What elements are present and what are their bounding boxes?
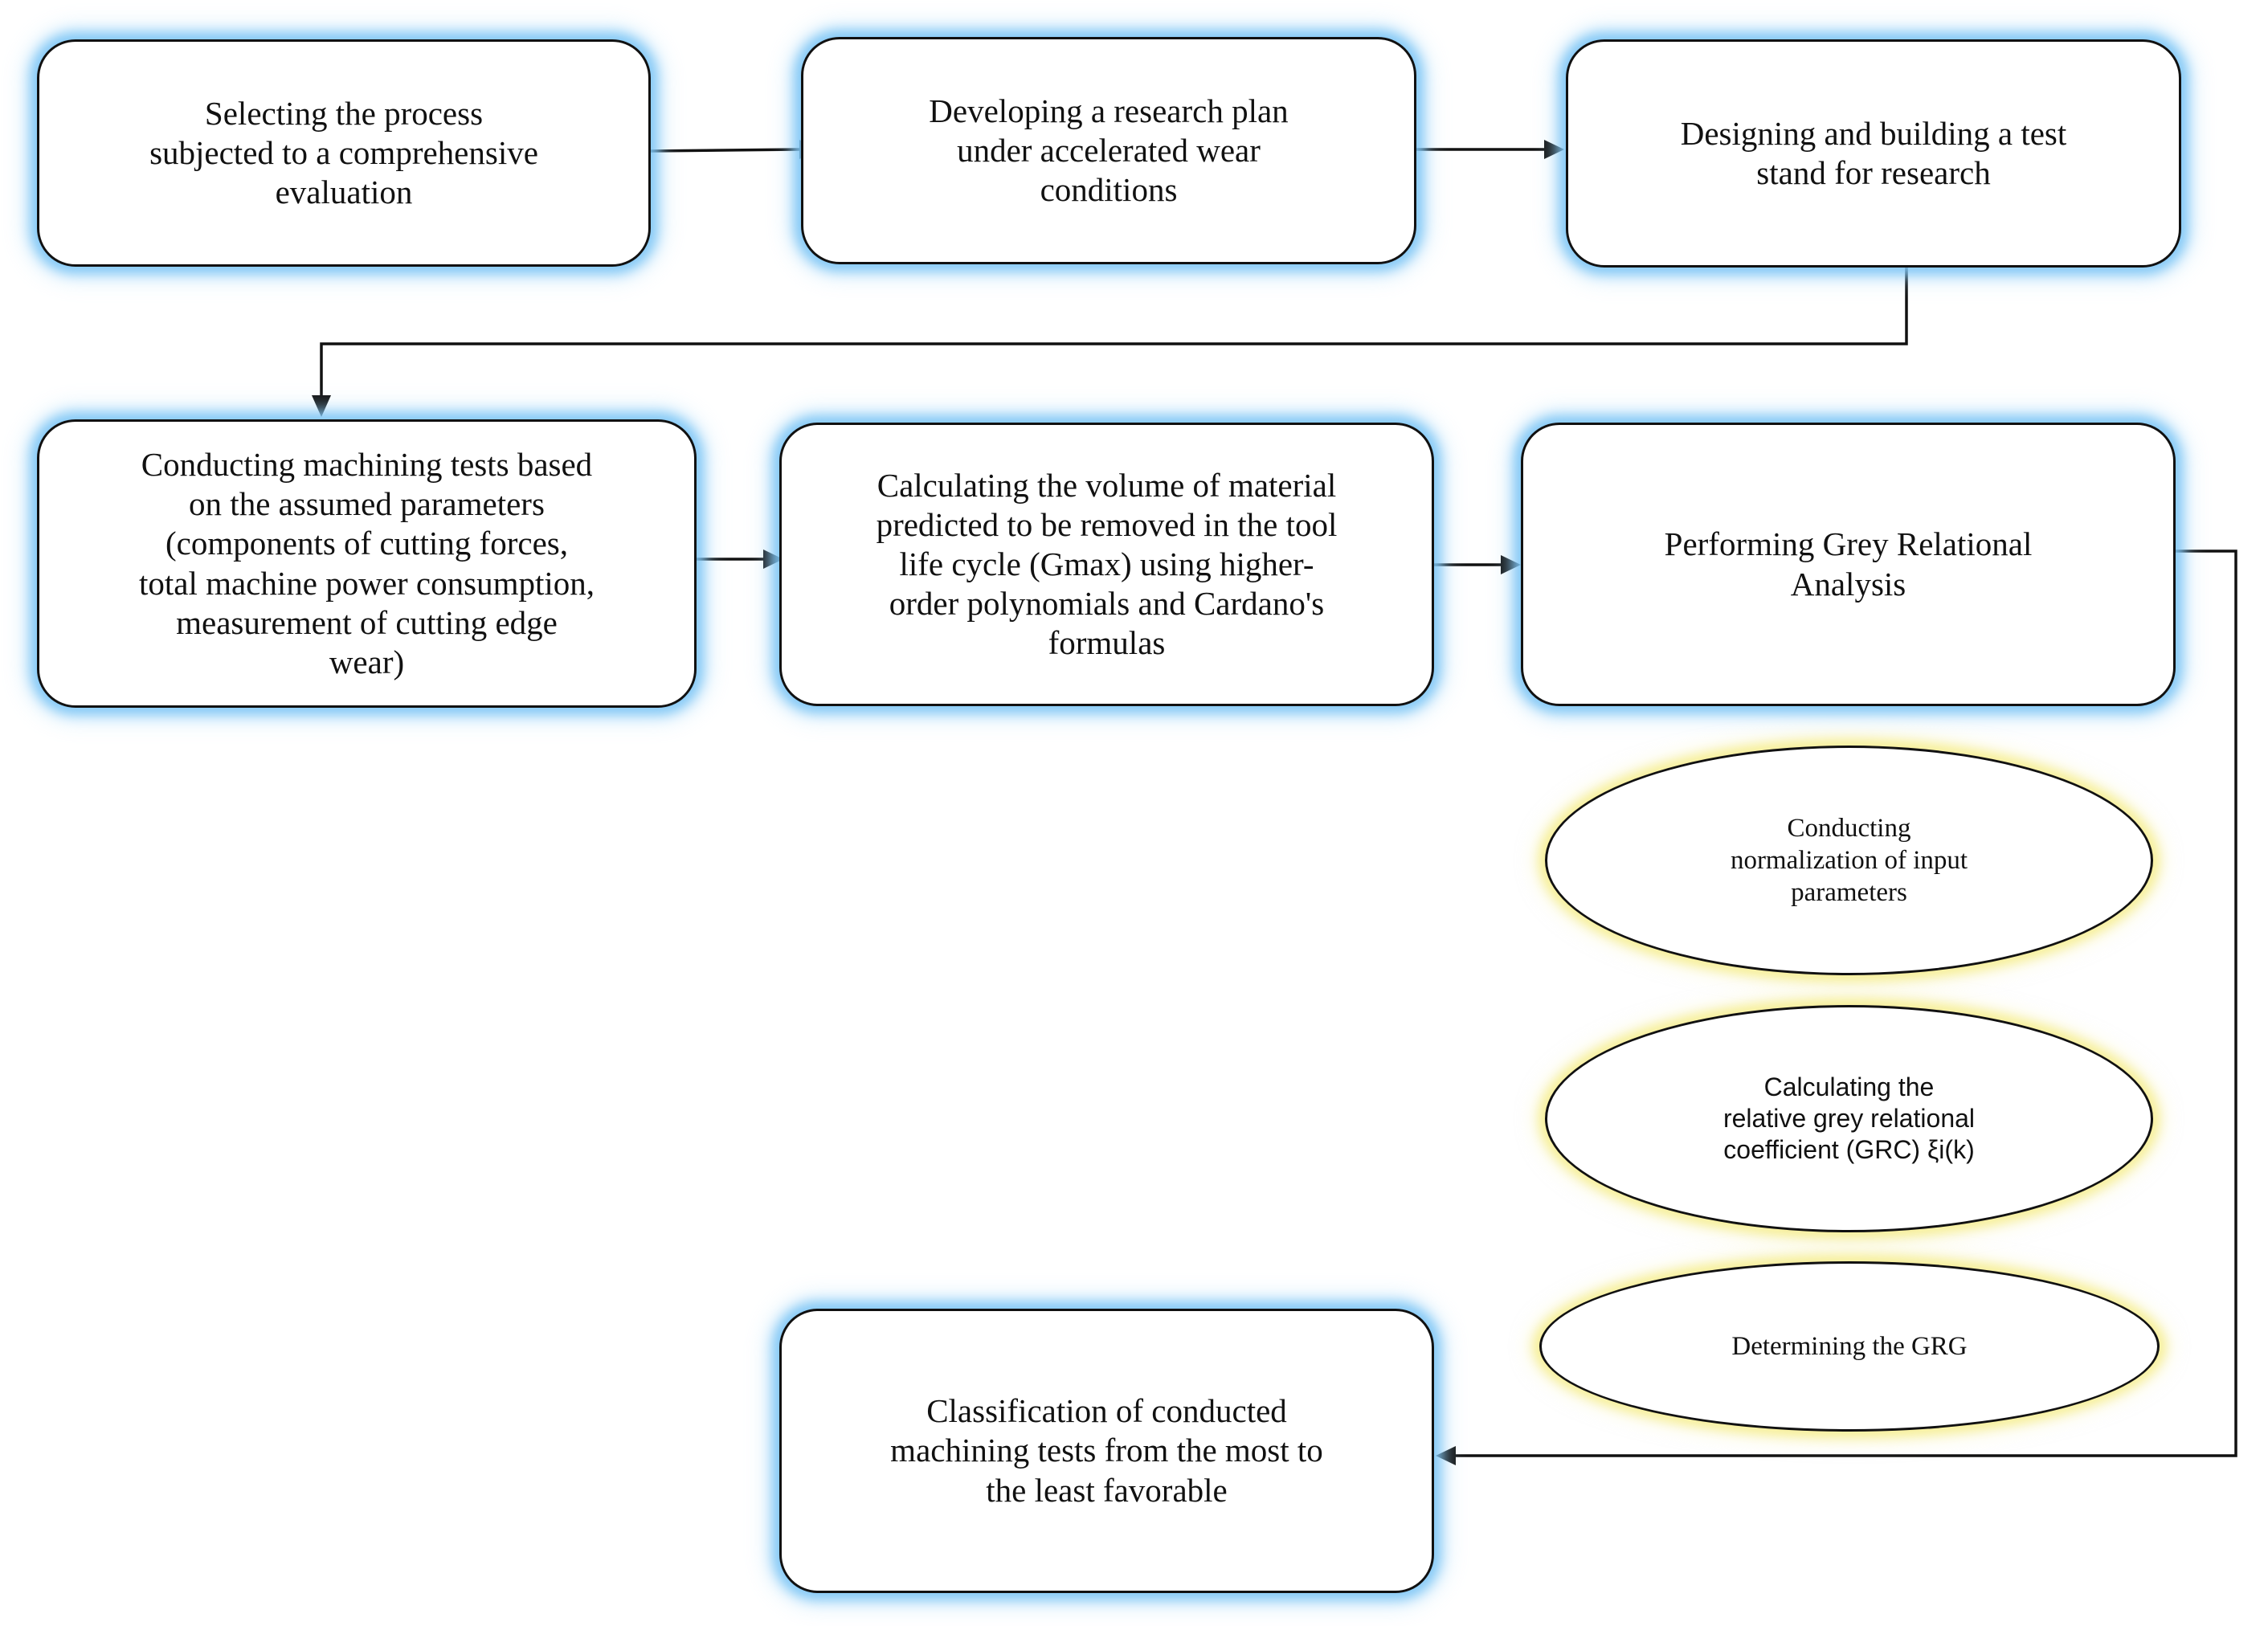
arrowhead-step6-to-step7 <box>1436 1446 1456 1465</box>
step-label: Performing Grey Relational Analysis <box>1664 525 2033 603</box>
substep-oval-grc: Calculating the relative grey relational… <box>1545 1005 2153 1232</box>
substep-label: Determining the GRG <box>1731 1331 1968 1361</box>
arrowhead-step4-to-step5 <box>763 549 783 569</box>
step-label: Classification of conducted machining te… <box>890 1392 1323 1509</box>
step-label: Conducting machining tests based on the … <box>138 445 595 680</box>
arrow-step3-to-step4 <box>320 268 1908 395</box>
substep-oval-normalization: Conducting normalization of input parame… <box>1545 746 2153 975</box>
step-box-grey-relational-analysis: Performing Grey Relational Analysis <box>1521 423 2176 706</box>
substep-label: Calculating the relative grey relational… <box>1722 1072 1976 1165</box>
step-box-volume-calculation: Calculating the volume of material predi… <box>779 423 1434 706</box>
step-box-machining-tests: Conducting machining tests based on the … <box>37 419 697 708</box>
step-label: Developing a research plan under acceler… <box>929 92 1289 209</box>
arrowhead-step2-to-step3 <box>1544 140 1564 159</box>
arrow-step6-to-step7 <box>1456 549 2237 1457</box>
step-box-research-plan: Developing a research plan under acceler… <box>801 37 1416 264</box>
arrowhead-step5-to-step6 <box>1501 555 1521 574</box>
substep-label: Conducting normalization of input parame… <box>1730 813 1968 908</box>
step-label: Selecting the process subjected to a com… <box>149 94 538 211</box>
step-box-classification: Classification of conducted machining te… <box>779 1309 1434 1593</box>
step-label: Calculating the volume of material predi… <box>876 466 1338 662</box>
substep-oval-grg: Determining the GRG <box>1539 1261 2160 1432</box>
arrowhead-step3-to-step4 <box>312 395 331 417</box>
step-box-test-stand: Designing and building a test stand for … <box>1566 39 2181 268</box>
step-label: Designing and building a test stand for … <box>1680 114 2067 191</box>
arrow-step1-to-step2 <box>650 148 800 153</box>
step-box-select-process: Selecting the process subjected to a com… <box>37 39 651 267</box>
